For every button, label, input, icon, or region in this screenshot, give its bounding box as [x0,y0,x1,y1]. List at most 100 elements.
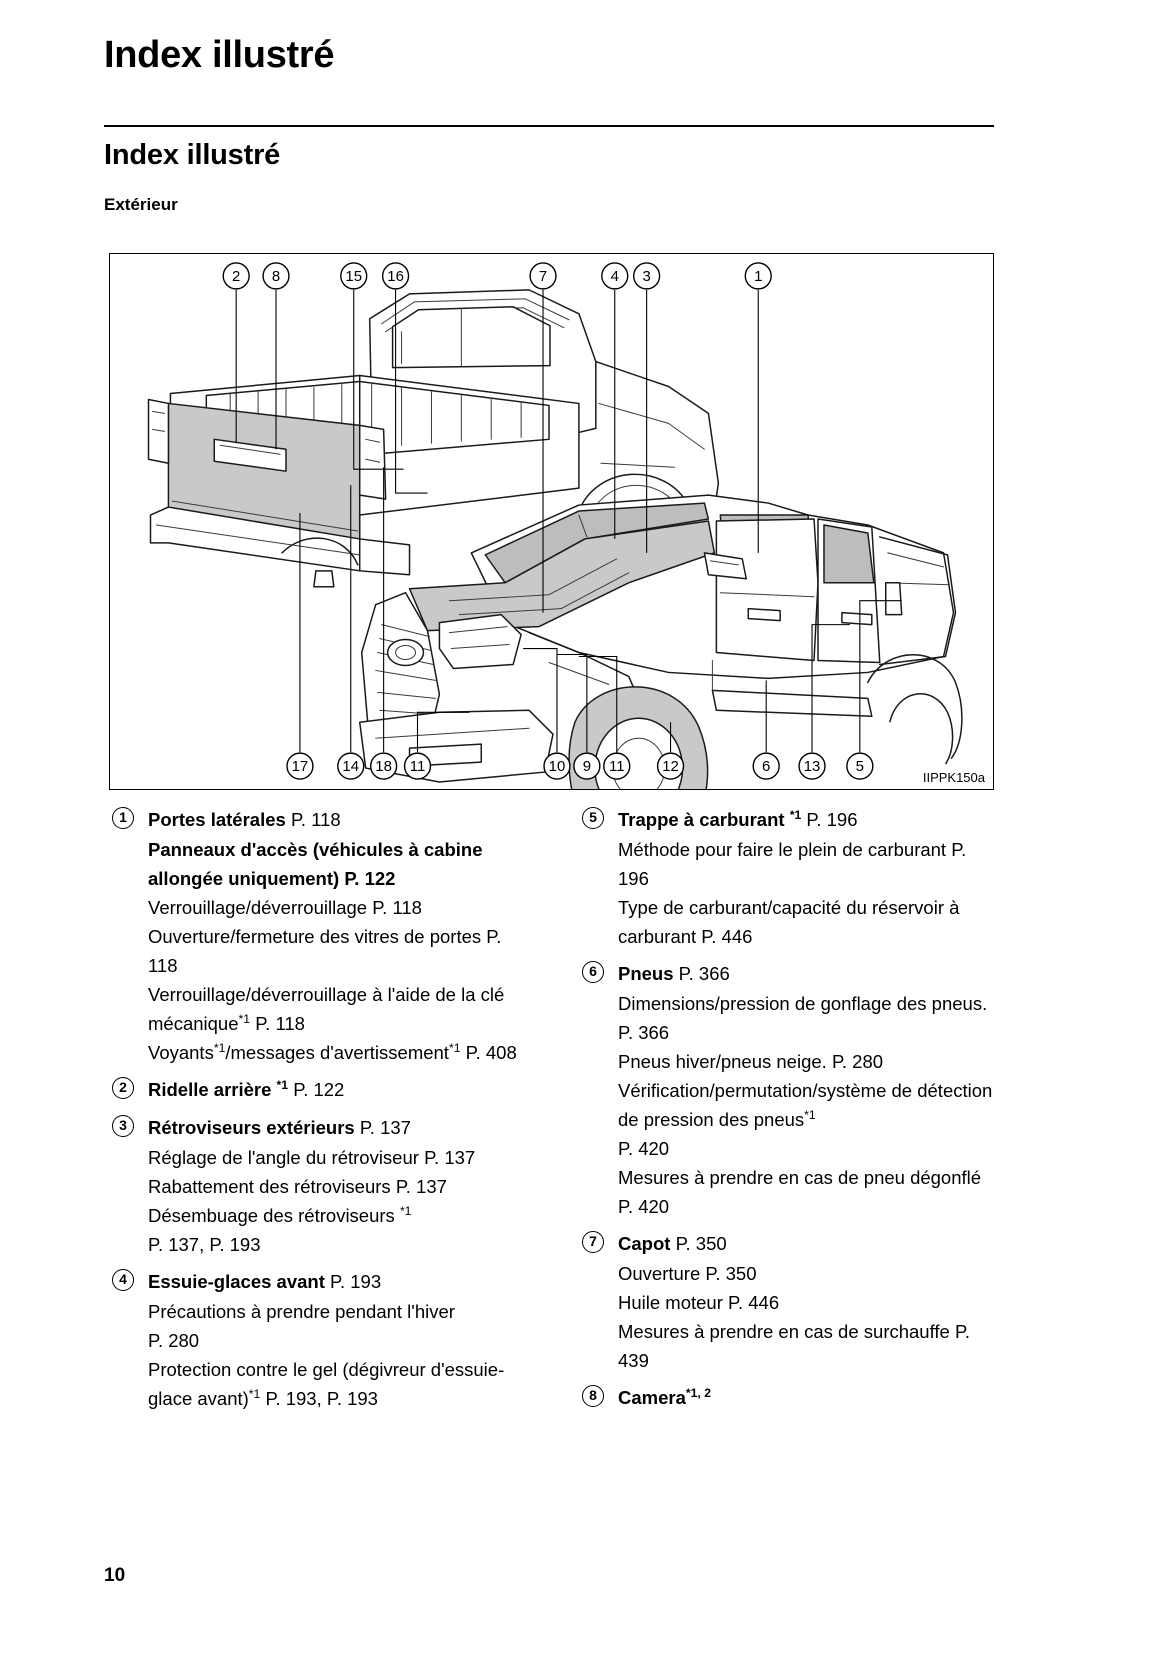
entry-subline: Ouverture/fermeture des vitres de portes… [148,926,502,976]
callout-6: 6 [752,752,780,780]
entry-title: Rétroviseurs extérieurs P. 137 [148,1117,411,1138]
entry-subline: Vérification/permutation/système de déte… [618,1080,993,1159]
svg-text:9: 9 [583,758,591,775]
entry-title: Camera*1, 2 [618,1385,711,1408]
entry-subline: Mesures à prendre en cas de pneu dégonfl… [618,1167,982,1217]
index-entry-4: 4 Essuie-glaces avant P. 193 Précautions… [104,1267,524,1413]
svg-text:6: 6 [762,758,770,775]
callout-16: 16 [381,262,410,290]
svg-text:4: 4 [611,268,619,285]
callout-11b: 11 [603,752,631,780]
entry-page-ref: P. 137 [359,1117,411,1138]
index-entry-8: 8 Camera*1, 2 [574,1383,994,1413]
entry-page-ref: P. 196 [806,809,858,830]
header-divider [104,125,994,127]
callout-1: 1 [744,262,772,290]
entry-title: Capot P. 350 [618,1233,727,1254]
svg-text:7: 7 [539,268,547,285]
section-title: Index illustré [104,139,281,171]
footnote-marker: *1 [399,1203,412,1218]
svg-text:18: 18 [375,758,392,775]
callout-5: 5 [846,752,874,780]
index-entry-1: 1 Portes latérales P. 118 Panneaux d'acc… [104,805,524,1067]
svg-text:13: 13 [804,758,821,775]
callout-12: 12 [656,752,685,780]
index-entry-6: 6 Pneus P. 366 Dimensions/pression de go… [574,959,994,1221]
entry-subline: Méthode pour faire le plein de carburant… [618,839,967,889]
entry-page-ref: P. 122 [293,1079,345,1100]
callout-15: 15 [340,262,368,290]
index-entry-3: 3 Rétroviseurs extérieurs P. 137 Réglage… [104,1113,524,1259]
footnote-marker: *1 [276,1077,289,1092]
entry-title: Trappe à carburant *1 P. 196 [618,807,858,830]
callout-11a: 11 [403,752,432,780]
entry-title: Portes latérales P. 118 [148,809,341,830]
svg-text:11: 11 [609,758,625,775]
footnote-marker: *1 [448,1040,461,1055]
entry-number-badge: 3 [112,1115,134,1137]
index-column-left: 1 Portes latérales P. 118 Panneaux d'acc… [104,805,524,1413]
entry-subline: Huile moteur P. 446 [618,1292,780,1313]
entry-page-ref: P. 193 [330,1271,382,1292]
callout-2: 2 [222,262,250,290]
chapter-title: Index illustré [104,34,335,76]
entry-subline: Panneaux d'accès (véhicules à cabine all… [148,839,483,889]
footnote-marker: *1 [248,1386,261,1401]
entry-number-badge: 5 [582,807,604,829]
callout-10: 10 [543,752,571,780]
entry-number-badge: 6 [582,961,604,983]
entry-page-ref: P. 350 [675,1233,727,1254]
entry-subline: Type de carburant/capacité du réservoir … [618,897,960,947]
entry-subline: Dimensions/pression de gonflage des pneu… [618,993,988,1043]
entry-page-ref: P. 366 [678,963,730,984]
entry-subline: Protection contre le gel (dégivreur d'es… [148,1359,505,1409]
callout-18: 18 [369,752,398,780]
entry-page-ref: P. 118 [290,809,341,830]
svg-text:10: 10 [549,758,566,775]
entry-number-badge: 2 [112,1077,134,1099]
footnote-marker: *1 [238,1011,251,1026]
entry-title: Pneus P. 366 [618,963,730,984]
svg-text:5: 5 [856,758,864,775]
entry-subline: Voyants*1/messages d'avertissement*1 P. … [148,1040,517,1063]
svg-text:8: 8 [272,268,280,285]
svg-text:14: 14 [342,758,359,775]
exterior-diagram: .ln { fill:none; stroke:#1a1a1a; stroke-… [109,253,994,790]
callout-9: 9 [573,752,601,780]
truck-rear-view [147,289,720,594]
index-entry-7: 7 Capot P. 350 Ouverture P. 350 Huile mo… [574,1229,994,1375]
entry-subline: Pneus hiver/pneus neige. P. 280 [618,1051,884,1072]
entry-subline: Verrouillage/déverrouillage P. 118 [148,897,422,918]
svg-text:16: 16 [387,268,404,285]
footnote-marker: *1 [804,1107,816,1122]
truck-front-view [358,494,963,789]
index-column-right: 5 Trappe à carburant *1 P. 196 Méthode p… [574,805,994,1413]
callout-4: 4 [601,262,629,290]
callout-7: 7 [529,262,557,290]
svg-text:11: 11 [410,758,426,775]
svg-text:3: 3 [642,268,650,285]
callout-markers: 2 8 15 16 7 4 3 1 17 14 18 11 10 9 11 12… [222,262,874,780]
subsection-title: Extérieur [104,195,178,214]
entry-subline: Verrouillage/déverrouillage à l'aide de … [148,984,505,1034]
footnote-marker: *1 [789,807,802,822]
callout-17: 17 [286,752,314,780]
entry-number-badge: 4 [112,1269,134,1291]
entry-title: Ridelle arrière *1 P. 122 [148,1077,345,1100]
entry-number-badge: 8 [582,1385,604,1407]
svg-text:12: 12 [662,758,679,775]
callout-14: 14 [337,752,365,780]
entry-subline: Réglage de l'angle du rétroviseur P. 137 [148,1147,476,1168]
footnote-marker: *1, 2 [685,1385,711,1400]
entry-number-badge: 7 [582,1231,604,1253]
callout-13: 13 [798,752,826,780]
entry-subline: Rabattement des rétroviseurs P. 137 [148,1176,447,1197]
index-entry-2: 2 Ridelle arrière *1 P. 122 [104,1075,524,1105]
page-number: 10 [104,1565,126,1586]
entry-title: Essuie-glaces avant P. 193 [148,1271,382,1292]
index-entry-5: 5 Trappe à carburant *1 P. 196 Méthode p… [574,805,994,951]
entry-number-badge: 1 [112,807,134,829]
